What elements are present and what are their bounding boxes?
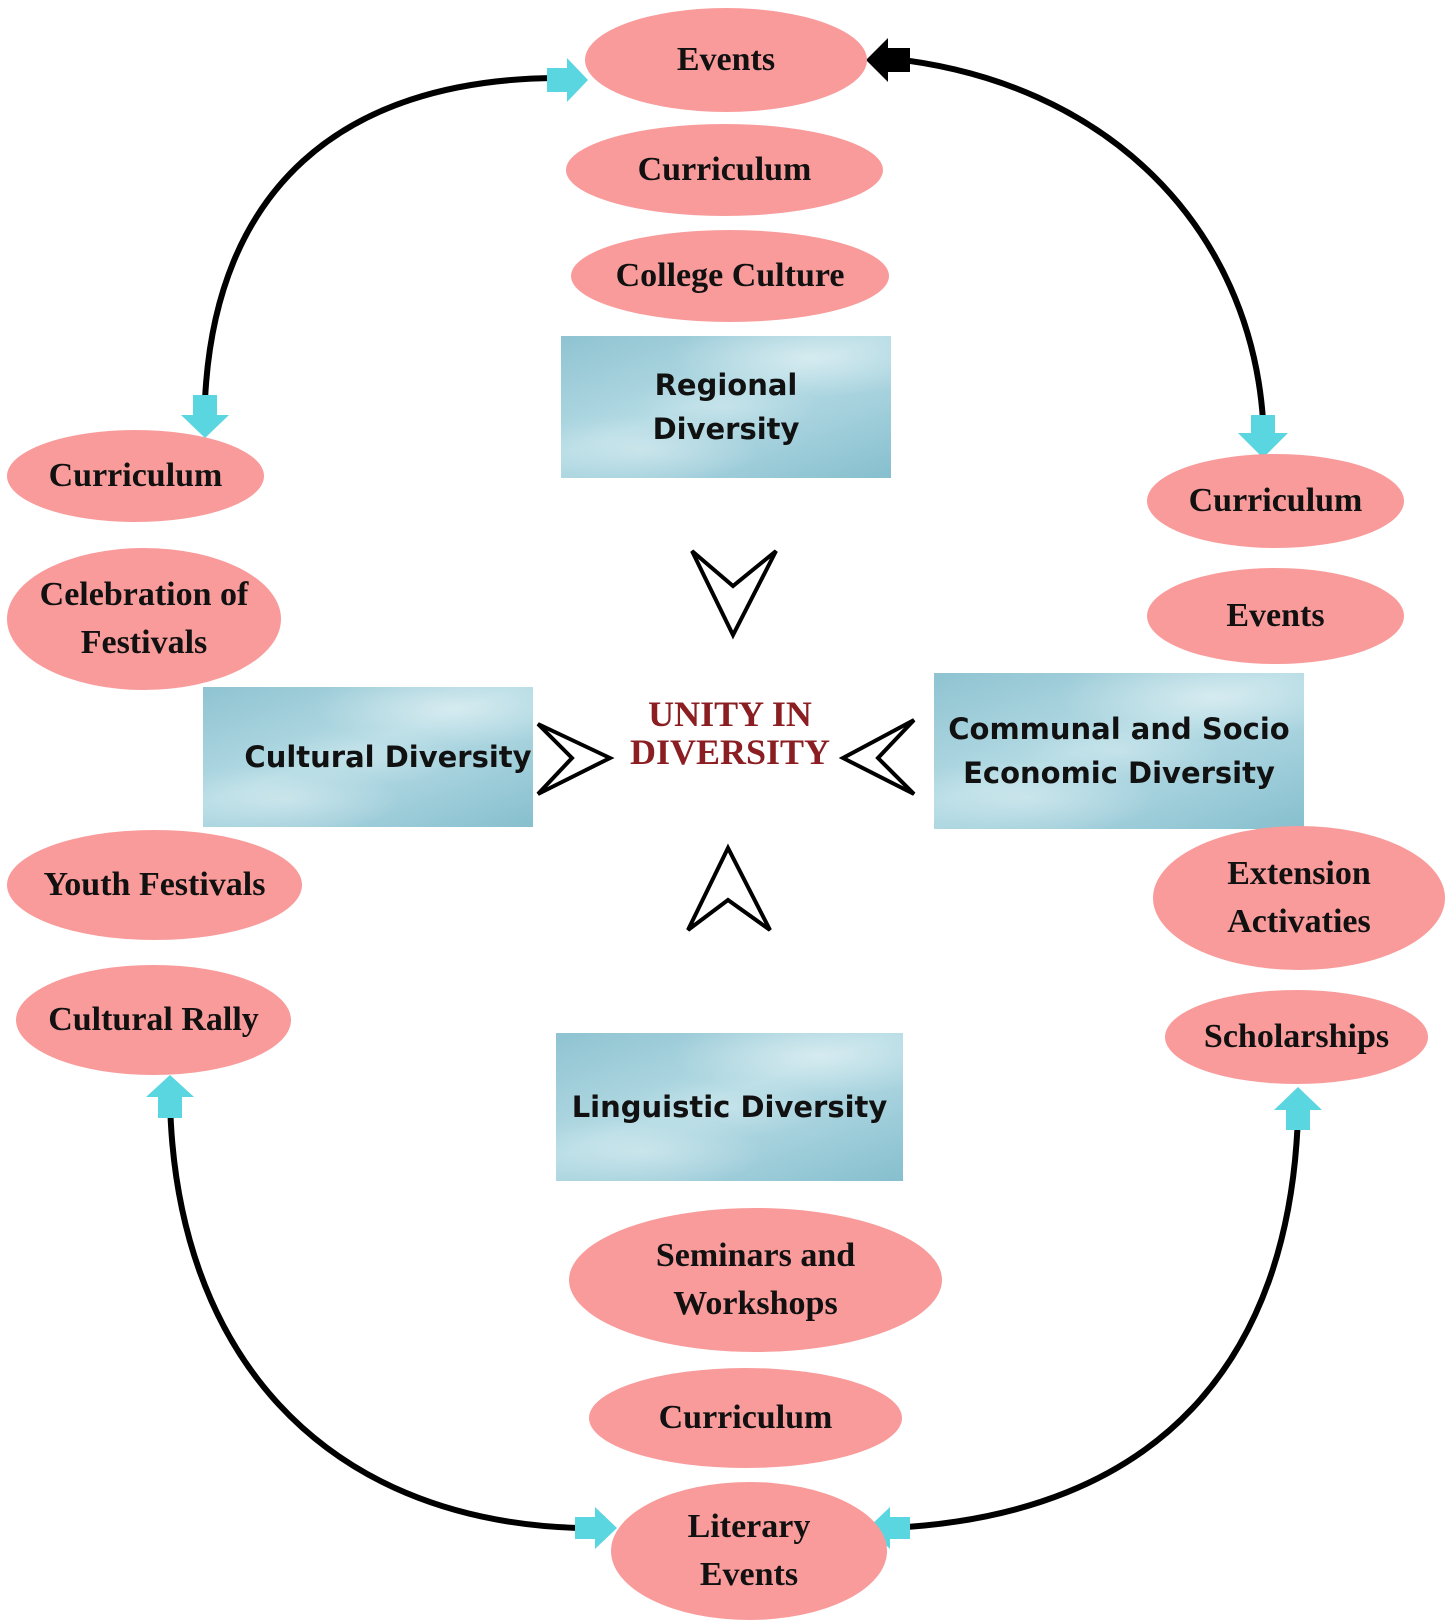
center-title: UNITY IN DIVERSITY xyxy=(585,695,875,771)
oval-bottom-seminars: Seminars and Workshops xyxy=(569,1208,942,1352)
oval-right-curriculum: Curriculum xyxy=(1147,454,1404,548)
oval-right-events-label: Events xyxy=(1226,597,1325,634)
chevron-down-icon xyxy=(690,549,778,640)
arrow-right-up-icon xyxy=(1274,1087,1322,1130)
oval-top-curriculum: Curriculum xyxy=(566,124,883,216)
arrow-left-down-icon xyxy=(181,395,229,438)
oval-left-curriculum-label: Curriculum xyxy=(48,457,223,494)
box-communal-diversity: Communal and Socio Economic Diversity xyxy=(934,673,1304,829)
center-title-line-1: UNITY IN xyxy=(648,694,812,734)
oval-top-college-culture: College Culture xyxy=(571,230,889,322)
center-title-line-2: DIVERSITY xyxy=(629,732,831,772)
oval-left-cultural-rally-label: Cultural Rally xyxy=(48,1001,259,1038)
oval-right-curriculum-label: Curriculum xyxy=(1188,482,1363,519)
oval-right-extension: Extension Activaties xyxy=(1153,826,1445,970)
chevron-up-icon xyxy=(686,843,772,932)
oval-left-celebration-line-2: Festivals xyxy=(80,624,208,661)
oval-top-events: Events xyxy=(585,8,867,112)
curve-bottom-right xyxy=(889,1114,1301,1531)
arrow-bottom-right-icon xyxy=(868,1507,910,1549)
oval-left-cultural-rally: Cultural Rally xyxy=(16,965,291,1075)
arrow-top-right-icon xyxy=(866,38,910,82)
oval-bottom-seminars-line-2: Workshops xyxy=(673,1285,838,1322)
oval-top-events-label: Events xyxy=(676,41,776,78)
oval-left-celebration-line-1: Celebration of xyxy=(39,576,249,613)
oval-bottom-curriculum-label: Curriculum xyxy=(658,1399,833,1436)
box-linguistic-line-1: Linguistic Diversity xyxy=(571,1090,888,1124)
arrow-top-left-icon xyxy=(547,58,588,102)
oval-right-events: Events xyxy=(1147,568,1404,664)
oval-right-scholarships-label: Scholarships xyxy=(1203,1018,1390,1055)
oval-left-curriculum: Curriculum xyxy=(7,430,264,522)
oval-bottom-literary-line-1: Literary xyxy=(687,1508,811,1545)
curve-top-left xyxy=(202,75,556,401)
oval-top-curriculum-label: Curriculum xyxy=(637,151,812,188)
box-cultural-diversity: Cultural Diversity xyxy=(203,687,533,827)
arrow-left-up-icon xyxy=(146,1075,194,1118)
curve-bottom-left xyxy=(167,1099,579,1531)
oval-right-extension-line-2: Activaties xyxy=(1227,903,1371,940)
oval-left-celebration: Celebration of Festivals xyxy=(7,548,281,690)
chevron-left-icon xyxy=(838,718,916,796)
oval-top-college-culture-label: College Culture xyxy=(615,257,845,294)
oval-bottom-seminars-line-1: Seminars and xyxy=(655,1237,856,1274)
oval-right-scholarships: Scholarships xyxy=(1165,990,1428,1084)
oval-bottom-literary-line-2: Events xyxy=(699,1556,799,1593)
arrow-right-down-icon xyxy=(1238,415,1288,458)
chevron-right-icon xyxy=(536,722,615,796)
box-regional-line-1: Regional xyxy=(654,368,798,402)
arrow-bottom-left-icon xyxy=(575,1507,617,1549)
box-cultural-line-1: Cultural Diversity xyxy=(244,740,532,774)
curve-top-right xyxy=(884,55,1266,421)
oval-bottom-curriculum: Curriculum xyxy=(589,1368,902,1468)
oval-left-youth-festivals: Youth Festivals xyxy=(7,830,302,940)
box-regional-diversity: Regional Diversity xyxy=(561,336,891,478)
oval-bottom-literary: Literary Events xyxy=(611,1482,887,1620)
oval-left-youth-festivals-label: Youth Festivals xyxy=(43,866,266,903)
oval-right-extension-line-1: Extension xyxy=(1227,855,1371,892)
box-regional-line-2: Diversity xyxy=(652,412,800,446)
box-linguistic-diversity: Linguistic Diversity xyxy=(556,1033,903,1181)
box-communal-line-2: Economic Diversity xyxy=(963,756,1275,790)
box-communal-line-1: Communal and Socio xyxy=(948,712,1290,746)
